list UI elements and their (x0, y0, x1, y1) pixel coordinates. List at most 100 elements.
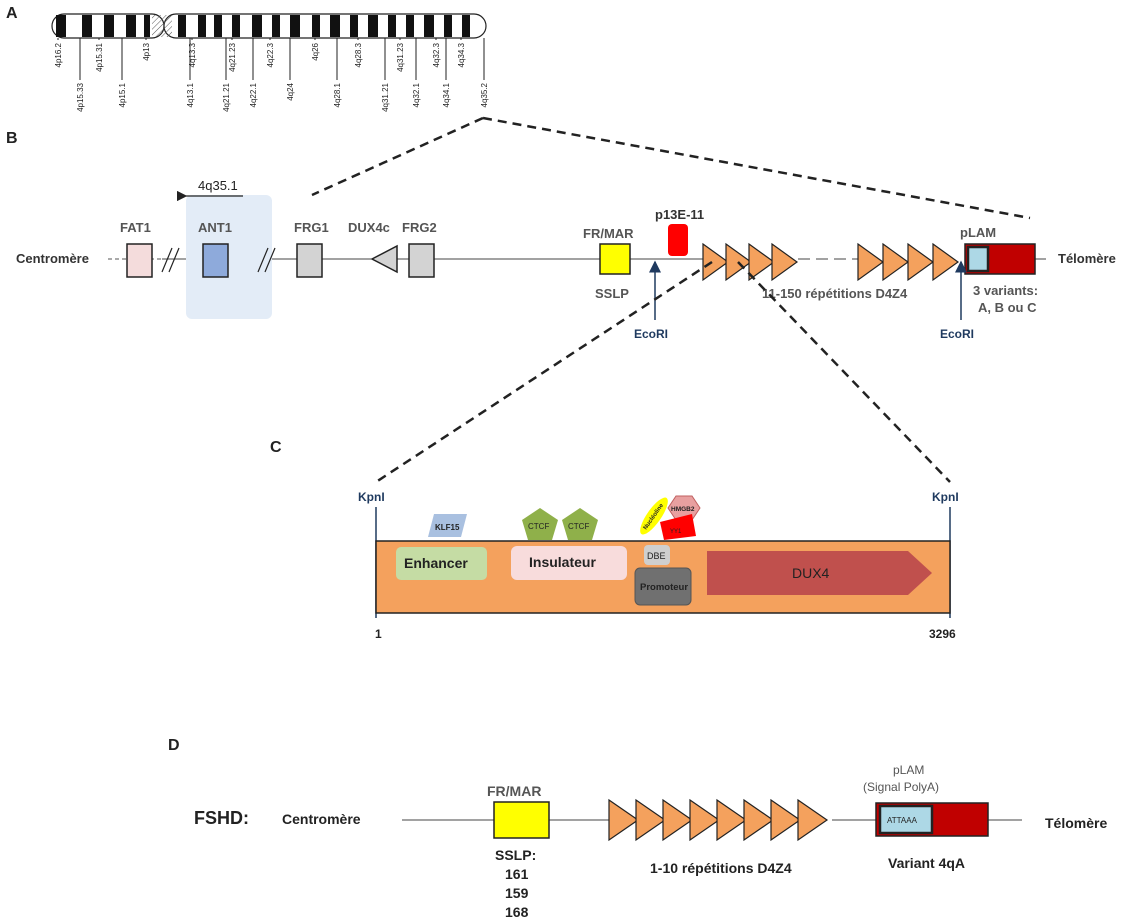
panel-label-a: A (6, 5, 18, 22)
ant1-region-shade (186, 195, 272, 319)
band-label-bottom: 4q28.1 (333, 82, 342, 107)
d4z4-repeats-group-2 (857, 242, 960, 282)
chromosome-band (104, 15, 114, 37)
ecori-label-right: EcoRI (940, 327, 974, 341)
ecori-label-left: EcoRI (634, 327, 668, 341)
dux4-label: DUX4 (792, 565, 830, 581)
klf15-label: KLF15 (435, 523, 460, 532)
band-label-bottom: 4q21.21 (222, 82, 231, 111)
insulateur-label: Insulateur (529, 554, 596, 570)
zoom-line-right (482, 116, 1031, 220)
repeats-label-b: 11-150 répétitions D4Z4 (762, 286, 908, 301)
p13e11-label: p13E-11 (655, 207, 704, 222)
frmar-label-d: FR/MAR (487, 783, 541, 799)
band-label-bottom: 4p15.1 (118, 82, 127, 107)
panel-label-d: D (168, 737, 180, 754)
band-label-top: 4q31.23 (396, 42, 405, 71)
band-label-bottom: 4q24 (286, 82, 295, 100)
band-label-bottom: 4q32.1 (412, 82, 421, 107)
band-label-top: 4q28.3 (354, 42, 363, 67)
band-label-top: 4p13 (142, 42, 151, 60)
chromosome-band (252, 15, 262, 37)
sslp-label-d: SSLP: (495, 847, 536, 863)
sslp-value-2: 159 (505, 885, 529, 901)
telomere-label-b: Télomère (1058, 251, 1116, 266)
dbe-label: DBE (647, 551, 666, 561)
band-label-top: 4p16.2 (54, 42, 63, 67)
band-label-top: 4q13.3 (188, 42, 197, 67)
band-label-top: 4q21.23 (228, 42, 237, 71)
enhancer-label: Enhancer (404, 555, 468, 571)
frmar-box-d (493, 801, 550, 839)
signal-polya-label: (Signal PolyA) (863, 780, 939, 794)
chromosome-band (198, 15, 206, 37)
klf15-shape (428, 514, 467, 537)
dux4-arrow (707, 551, 932, 595)
dux4c-triangle (370, 244, 398, 274)
variant-4qa-label: Variant 4qA (888, 855, 965, 871)
frg2-label: FRG2 (402, 220, 437, 235)
fat1-gene-box (126, 243, 153, 278)
chromosome-band (232, 15, 240, 37)
panel-label-b: B (6, 130, 18, 147)
zoom-c-left (375, 260, 713, 484)
region-4q35-1: 4q35.1 (198, 178, 238, 193)
chromosome-band (424, 15, 434, 37)
chromosome-4-ideogram: 4p16.2 4p15.31 4p13 4q13.3 4q21.23 4q22.3 4q26… (51, 13, 489, 112)
chromosome-band (56, 15, 66, 37)
promoteur-label: Promoteur (640, 582, 688, 593)
p13e11-probe (668, 224, 688, 256)
plam-label-d: pLAM (893, 763, 924, 777)
chromosome-band (368, 15, 378, 37)
ctcf-pentagon-2 (562, 508, 598, 540)
band-label-bottom: 4q31.21 (381, 82, 390, 111)
coord-end: 3296 (929, 627, 956, 641)
promoteur-box (634, 567, 692, 606)
ant1-label: ANT1 (198, 220, 232, 235)
d4z4-repeats-d (608, 798, 829, 842)
band-label-top: 4q26 (311, 42, 320, 60)
frg1-label: FRG1 (294, 220, 329, 235)
chromosome-band (330, 15, 340, 37)
kpni-left-label: KpnI (358, 490, 385, 504)
chromosome-band (144, 15, 150, 37)
chromosome-band (444, 15, 452, 37)
plam-label-b: pLAM (960, 225, 996, 240)
zoom-c-right (737, 261, 951, 483)
attaaa-box (878, 804, 934, 835)
band-label-bottom: 4q22.1 (249, 82, 258, 107)
frmar-label: FR/MAR (583, 226, 634, 241)
break-mark-2 (257, 247, 276, 273)
sslp-label: SSLP (595, 286, 629, 301)
fshd-label: FSHD: (194, 808, 249, 828)
chromosome-band (82, 15, 92, 37)
frmar-box (599, 243, 631, 275)
frg1-gene-box (296, 243, 323, 278)
variants-line-1: 3 variants: (973, 283, 1038, 298)
sslp-value-1: 161 (505, 866, 529, 882)
band-label-top: 4q32.3 (432, 42, 441, 67)
chromosome-band (272, 15, 280, 37)
break-mark-1 (161, 247, 180, 273)
telomere-label-d: Télomère (1045, 815, 1107, 831)
chromosome-band (178, 15, 186, 37)
panel-label-c: C (270, 439, 282, 456)
band-label-bottom: 4q34.1 (442, 82, 451, 107)
d4z4-repeats-group-1 (702, 242, 799, 282)
band-label-bottom: 4q13.1 (186, 82, 195, 107)
dux4c-label: DUX4c (348, 220, 390, 235)
band-label-bottom: 4q35.2 (480, 82, 489, 107)
zoom-line-left (311, 116, 484, 197)
centromere-label-d: Centromère (282, 811, 361, 827)
attaaa-label: ATTAAA (887, 816, 918, 825)
chromosome-band (126, 15, 136, 37)
repeats-label-d: 1-10 répétitions D4Z4 (650, 860, 792, 876)
insulateur-box (511, 546, 627, 580)
yy1-label: YY1 (670, 529, 682, 535)
kpni-right-label: KpnI (932, 490, 959, 504)
band-label-top: 4q22.3 (266, 42, 275, 67)
band-label-top: 4p15.31 (95, 42, 104, 71)
yy1-shape (660, 514, 696, 540)
nucleoline-shape (640, 497, 668, 535)
